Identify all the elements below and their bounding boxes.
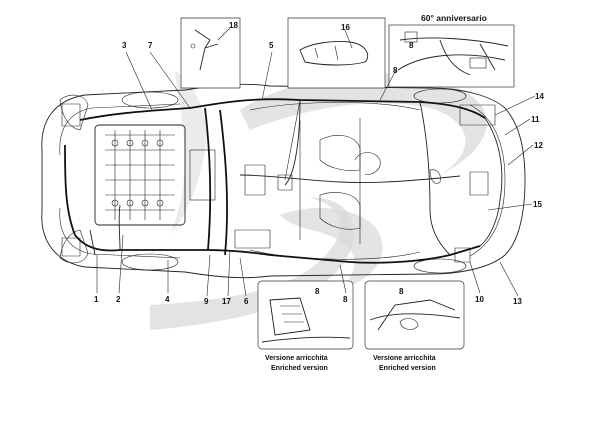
car-body-outline bbox=[41, 83, 526, 279]
callout-6: 6 bbox=[244, 297, 249, 306]
callout-9: 9 bbox=[204, 297, 209, 306]
callout-8-inset-top: 8 bbox=[409, 41, 414, 50]
callout-11: 11 bbox=[531, 115, 540, 124]
callout-18: 18 bbox=[229, 21, 238, 30]
leader-lines bbox=[96, 51, 536, 297]
callout-12: 12 bbox=[534, 141, 543, 150]
callout-8-bottom: 8 bbox=[343, 295, 348, 304]
inset-18 bbox=[180, 17, 241, 89]
engine-block bbox=[94, 124, 216, 226]
enriched-caption-en-right: Enriched version bbox=[379, 365, 436, 372]
inset-16 bbox=[287, 17, 386, 89]
callout-4: 4 bbox=[165, 295, 170, 304]
enriched-caption-en-left: Enriched version bbox=[271, 365, 328, 372]
callout-7: 7 bbox=[148, 41, 153, 50]
callout-15: 15 bbox=[533, 200, 542, 209]
callout-2: 2 bbox=[116, 295, 121, 304]
callout-1: 1 bbox=[94, 295, 99, 304]
callout-3: 3 bbox=[122, 41, 127, 50]
callout-16: 16 bbox=[341, 23, 350, 32]
callout-10: 10 bbox=[475, 295, 484, 304]
callout-13: 13 bbox=[513, 297, 522, 306]
callout-17: 17 bbox=[222, 297, 231, 306]
inset-anniversary bbox=[388, 24, 515, 88]
callout-5: 5 bbox=[269, 41, 274, 50]
enriched-caption-it-right: Versione arricchita bbox=[373, 355, 436, 362]
callout-labels: 1 2 3 4 5 6 7 8 8 8 8 8 9 10 11 12 13 14… bbox=[94, 21, 544, 306]
callout-8-inset-left: 8 bbox=[315, 287, 320, 296]
anniversary-title: 60° anniversario bbox=[421, 13, 487, 23]
enriched-caption-it-left: Versione arricchita bbox=[265, 355, 328, 362]
wiring-harness bbox=[61, 98, 503, 264]
inset-enriched-right bbox=[364, 280, 465, 350]
callout-8-inset-right: 8 bbox=[399, 287, 404, 296]
callout-14: 14 bbox=[535, 92, 544, 101]
inset-enriched-left bbox=[257, 280, 354, 350]
callout-8-top: 8 bbox=[393, 66, 398, 75]
inset-captions: 60° anniversario Versione arricchita Enr… bbox=[265, 13, 487, 372]
